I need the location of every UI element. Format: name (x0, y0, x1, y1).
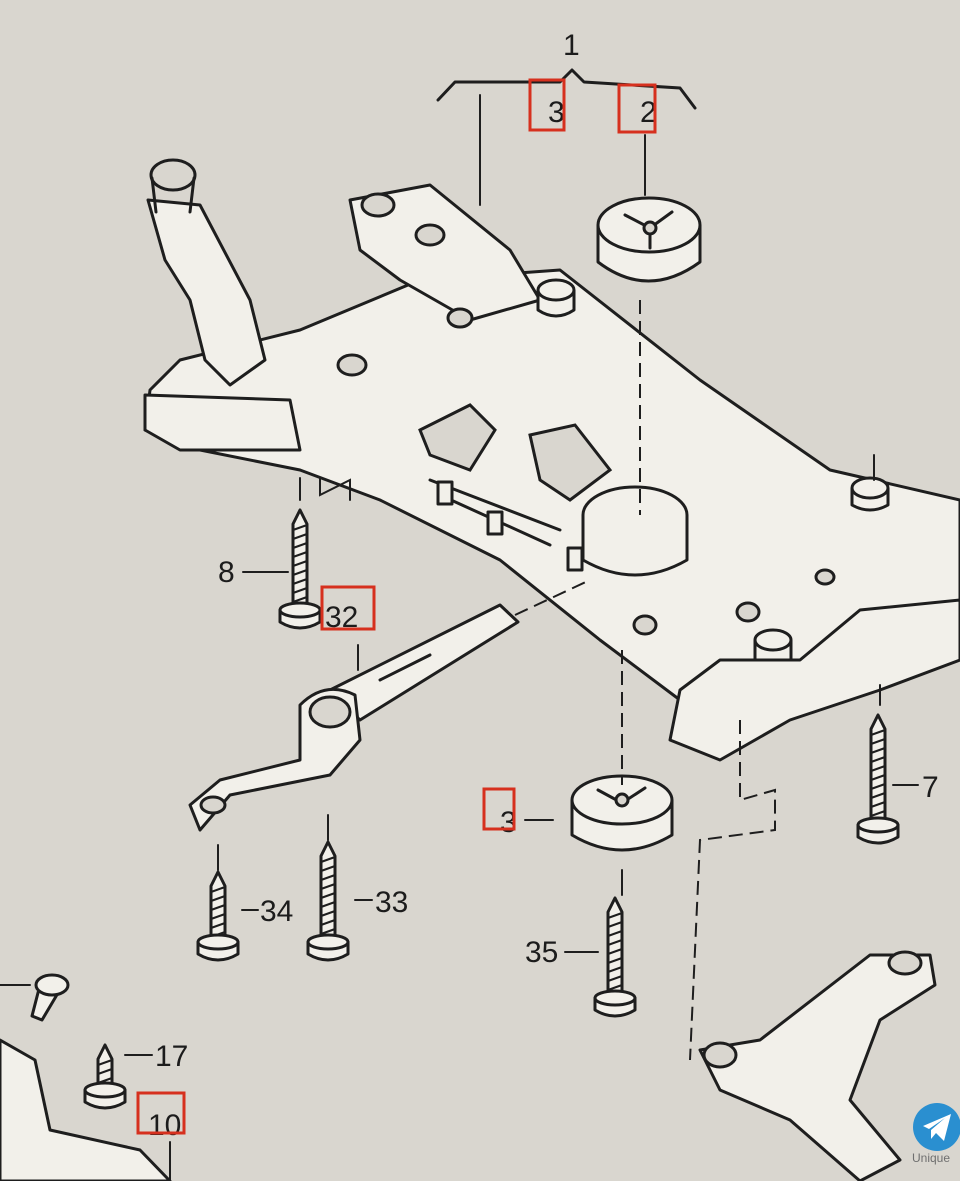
highlight-box-10 (136, 1091, 186, 1135)
bolt-33 (306, 840, 350, 962)
bolt-upper-left (30, 973, 70, 1022)
callout-17: 17 (155, 1040, 188, 1073)
bolts (30, 508, 900, 1110)
highlight-box-32 (320, 585, 376, 631)
right-bushing (850, 476, 890, 512)
telegram-icon (923, 1114, 951, 1141)
upper-bushing (536, 278, 576, 318)
engine-mount-part-2 (596, 196, 702, 283)
callout-2: 2 (640, 96, 657, 129)
callout-33: 33 (375, 886, 408, 919)
highlight-box-3-top (528, 78, 566, 132)
callout-8: 8 (218, 556, 235, 589)
callout-34: 34 (260, 895, 293, 928)
highlight-box-2 (617, 83, 657, 134)
lower-mount-part-3 (570, 774, 674, 852)
highlight-boxes (136, 78, 657, 1135)
callout-1: 1 (563, 29, 580, 62)
bolt-35 (593, 896, 637, 1018)
bolt-34 (196, 870, 240, 962)
telegram-badge: Unique (912, 1103, 960, 1165)
watermark-text: Unique (912, 1151, 950, 1165)
callout-10: 10 (148, 1109, 181, 1142)
callout-3-top: 3 (548, 96, 565, 129)
subframe (143, 158, 960, 762)
pendulum-support-part-32 (188, 603, 520, 832)
callout-35: 35 (525, 936, 558, 969)
bolt-8 (278, 508, 322, 630)
bolt-17 (83, 1043, 127, 1110)
leader-lines (0, 68, 919, 1181)
callout-7: 7 (922, 771, 939, 804)
control-arm (698, 950, 937, 1181)
highlight-box-3-bottom (482, 787, 516, 831)
bracket-part-10 (0, 1038, 172, 1181)
bolt-7 (856, 713, 900, 845)
